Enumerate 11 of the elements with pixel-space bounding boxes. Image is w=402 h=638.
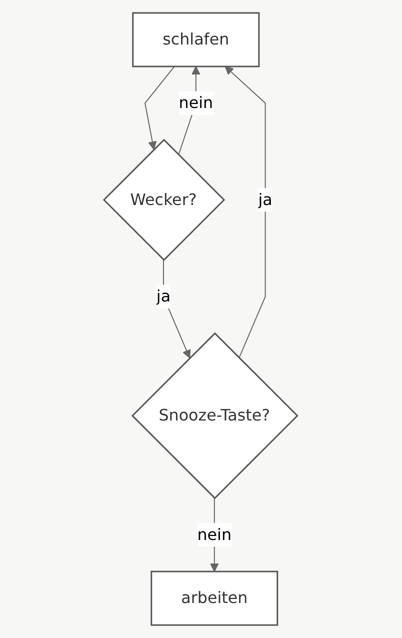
arrow [225,66,266,358]
arrow [144,66,176,150]
edge-label: nein [198,524,232,544]
node-diamond: Snooze-Taste? [132,332,299,500]
node-box: arbeiten [151,570,278,626]
edge-label: nein [179,93,214,112]
arrow [163,259,191,358]
edge-label: ja [258,190,273,209]
node-diamond: Wecker? [103,138,226,261]
node-box: schlafen [132,12,260,68]
edge-label: ja [156,286,171,306]
